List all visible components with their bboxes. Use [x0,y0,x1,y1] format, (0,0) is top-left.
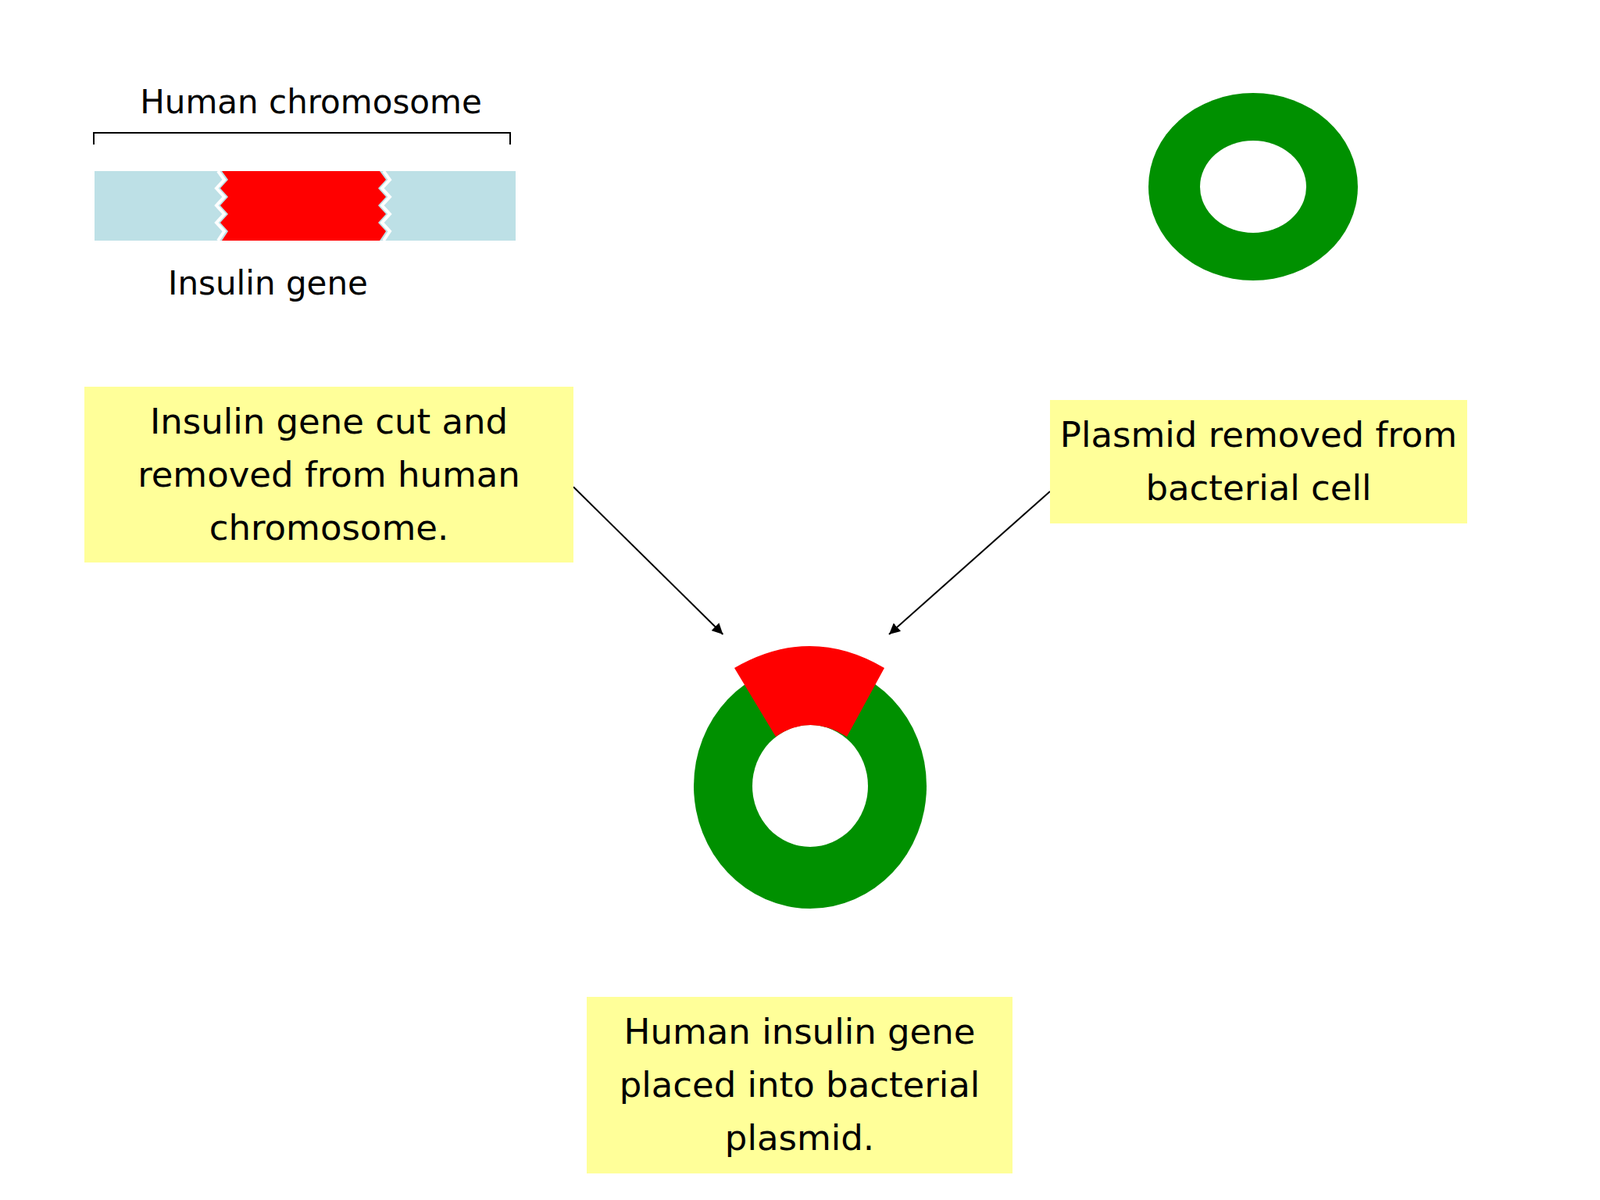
text-panel: Insulin gene cut and removed from human … [84,386,574,563]
plasmid-hole [752,725,868,847]
process-box: Plasmid removed from bacterial cell [1050,400,1468,524]
box-text: Insulin gene cut and removed from human … [92,395,566,555]
plasmid-ring [1148,92,1358,281]
part-label: Insulin gene [150,264,386,303]
chromosome-band [94,171,516,241]
box-text: Plasmid removed from bacterial cell [1056,408,1461,515]
flow-arrow [889,491,1050,635]
process-box: Insulin gene cut and removed from human … [84,386,574,563]
cut-edge [216,171,225,241]
cut-edge [382,171,390,241]
box-text: Human insulin gene placed into bacterial… [592,1005,1007,1165]
part-label: Human chromosome [93,82,529,122]
bracket [93,132,511,145]
inserted-gene [734,646,885,737]
plasmid-hole [1200,140,1307,233]
process-box: Human insulin gene placed into bacterial… [586,634,1013,1174]
text-panel: Plasmid removed from bacterial cell [1050,400,1468,524]
flow-arrow [573,486,723,635]
text-panel: Human insulin gene placed into bacterial… [586,996,1013,1174]
insulin-gene-segment [220,171,386,241]
